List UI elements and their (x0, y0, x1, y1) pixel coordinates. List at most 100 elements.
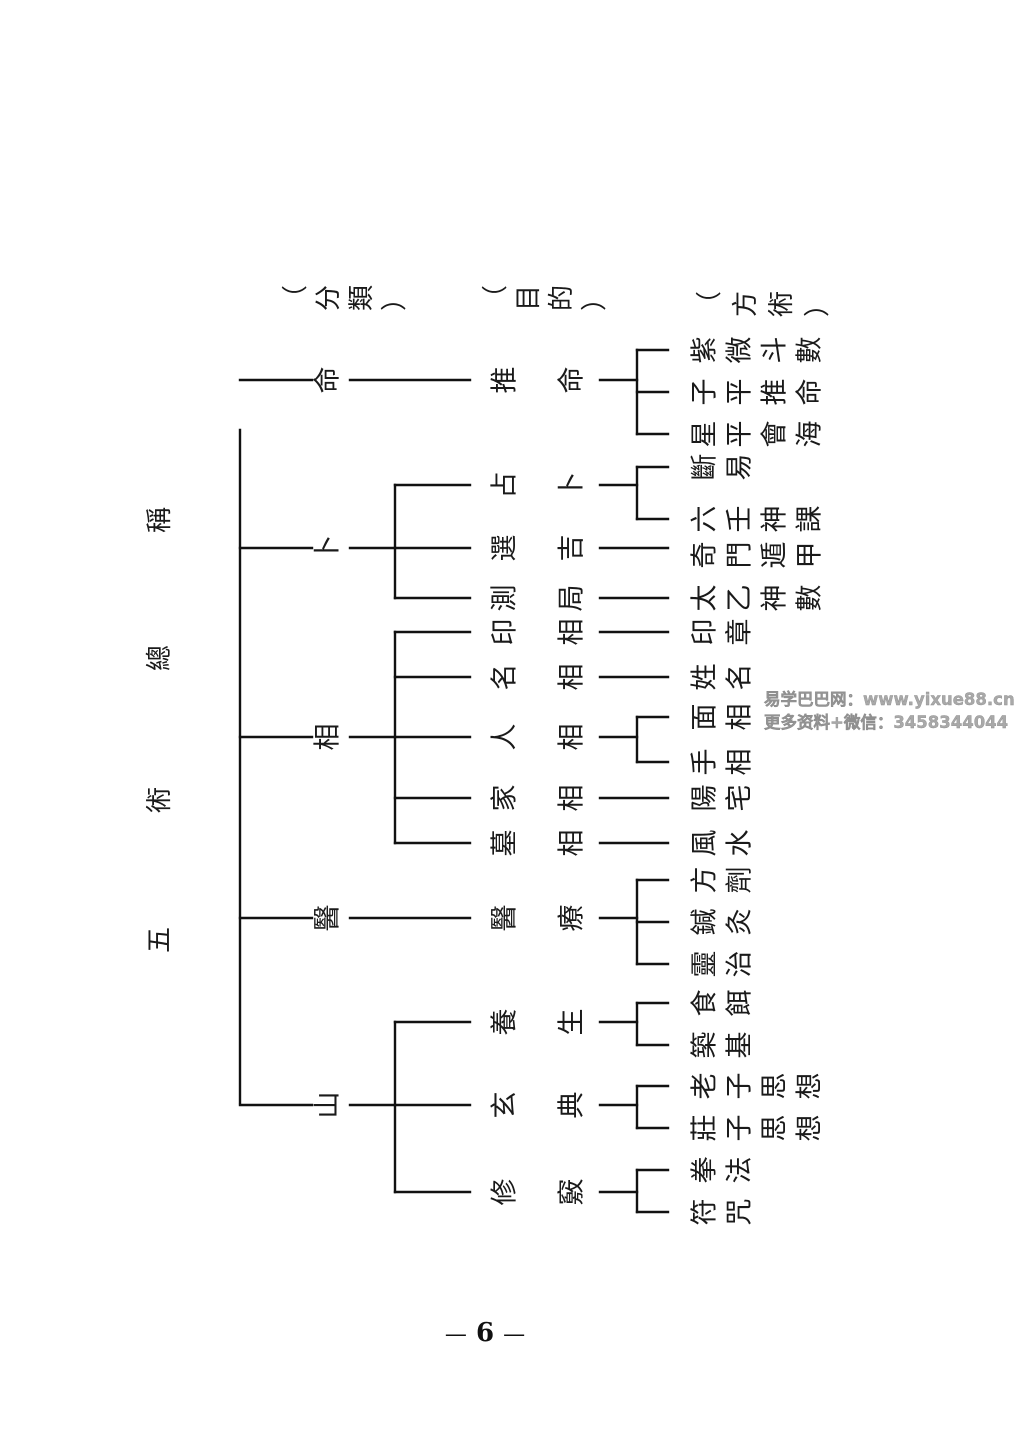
category-label: 山 (313, 1092, 344, 1119)
purpose-char-1: 醫 (490, 905, 521, 932)
title-char: 總 (145, 645, 175, 671)
method-label: 鍼 (690, 909, 721, 936)
method-label: 風 (690, 830, 721, 857)
purpose-char-1: 玄 (490, 1092, 521, 1119)
header-purpose: 的 (547, 285, 577, 311)
method-label: 法 (725, 1157, 756, 1184)
purpose-char-1: 墓 (490, 830, 521, 857)
category-label: 相 (313, 724, 344, 751)
method-label: 想 (795, 1073, 826, 1100)
method-label: 星 (690, 421, 721, 448)
purpose-char-2: 相 (557, 664, 588, 691)
title-char: 術 (145, 787, 175, 813)
page-number-dash-left: — (444, 1322, 467, 1347)
header-category: ） (380, 285, 410, 311)
watermark: 易学巴巴网：www.yixue88.cn 更多资料+微信：3458344044 (764, 688, 1015, 734)
header-purpose: 目 (514, 285, 544, 311)
title-char: 五 (145, 927, 175, 953)
method-label: 壬 (725, 506, 756, 533)
header-method: 術 (767, 291, 797, 317)
purpose-char-2: 相 (557, 785, 588, 812)
method-label: 相 (725, 704, 756, 731)
page-number: — 6 — (440, 1318, 530, 1348)
method-label: 數 (795, 337, 826, 364)
method-label: 宅 (725, 785, 756, 812)
method-label: 紫 (690, 337, 721, 364)
purpose-char-1: 名 (490, 664, 521, 691)
method-label: 姓 (690, 664, 721, 691)
header-category: （ (281, 285, 311, 311)
method-label: 子 (690, 379, 721, 406)
purpose-char-1: 修 (490, 1179, 521, 1206)
method-label: 治 (725, 951, 756, 978)
method-label: 手 (690, 749, 721, 776)
method-label: 門 (725, 542, 756, 569)
method-label: 築 (690, 1032, 721, 1059)
purpose-char-1: 測 (490, 585, 521, 612)
header-purpose: ） (580, 285, 610, 311)
method-label: 拳 (690, 1157, 721, 1184)
header-method: 方 (731, 291, 761, 317)
purpose-char-1: 人 (490, 724, 521, 751)
method-label: 斗 (760, 337, 791, 364)
method-label: 平 (725, 379, 756, 406)
purpose-char-1: 養 (490, 1009, 521, 1036)
purpose-char-2: 相 (557, 724, 588, 751)
purpose-char-1: 選 (490, 535, 521, 562)
purpose-char-1: 占 (490, 472, 521, 499)
header-purpose: （ (481, 285, 511, 311)
method-label: 餌 (725, 990, 756, 1017)
watermark-line-1: 易学巴巴网：www.yixue88.cn (764, 690, 1015, 709)
method-label: 基 (725, 1032, 756, 1059)
method-label: 太 (690, 585, 721, 612)
method-label: 章 (725, 619, 756, 646)
purpose-char-2: 生 (557, 1009, 588, 1036)
method-label: 陽 (690, 785, 721, 812)
method-label: 名 (725, 664, 756, 691)
method-label: 斷 (690, 454, 721, 481)
method-label: 六 (690, 506, 721, 533)
purpose-char-2: 療 (557, 905, 588, 932)
diagram-text: 五術總稱（分類）（目的）（方術）命推命紫微斗數子平推命星平會海卜占卜斷易六壬神課… (145, 285, 833, 1226)
method-label: 印 (690, 619, 721, 646)
method-label: 子 (725, 1115, 756, 1142)
method-label: 灸 (725, 909, 756, 936)
method-label: 食 (690, 990, 721, 1017)
method-label: 易 (725, 454, 756, 481)
page-number-value: 6 (475, 1318, 495, 1348)
method-label: 咒 (725, 1199, 756, 1226)
method-label: 劑 (725, 867, 756, 894)
page-number-dash-right: — (503, 1322, 526, 1347)
purpose-char-1: 家 (490, 785, 521, 812)
method-label: 平 (725, 421, 756, 448)
method-label: 思 (760, 1073, 791, 1100)
title-char: 稱 (145, 507, 175, 533)
purpose-char-2: 典 (557, 1092, 588, 1119)
method-label: 子 (725, 1073, 756, 1100)
method-label: 老 (690, 1073, 721, 1100)
category-label: 命 (313, 367, 344, 394)
method-label: 靈 (690, 951, 721, 978)
method-label: 水 (725, 830, 756, 857)
method-label: 思 (760, 1115, 791, 1142)
purpose-char-2: 命 (557, 367, 588, 394)
method-label: 推 (760, 379, 791, 406)
method-label: 奇 (690, 542, 721, 569)
method-label: 甲 (795, 542, 826, 569)
watermark-line-2: 更多资料+微信：3458344044 (764, 713, 1009, 732)
method-label: 遁 (760, 542, 791, 569)
method-label: 神 (760, 506, 791, 533)
purpose-char-1: 印 (490, 619, 521, 646)
header-category: 分 (314, 285, 344, 311)
method-label: 符 (690, 1199, 721, 1226)
purpose-char-2: 卜 (557, 472, 588, 499)
purpose-char-2: 吉 (557, 535, 588, 562)
purpose-char-2: 竅 (557, 1179, 588, 1206)
category-label: 醫 (313, 905, 344, 932)
purpose-char-2: 相 (557, 830, 588, 857)
purpose-char-1: 推 (490, 367, 521, 394)
method-label: 命 (795, 379, 826, 406)
purpose-char-2: 局 (557, 585, 588, 612)
header-category: 類 (347, 285, 377, 311)
method-label: 課 (795, 506, 826, 533)
